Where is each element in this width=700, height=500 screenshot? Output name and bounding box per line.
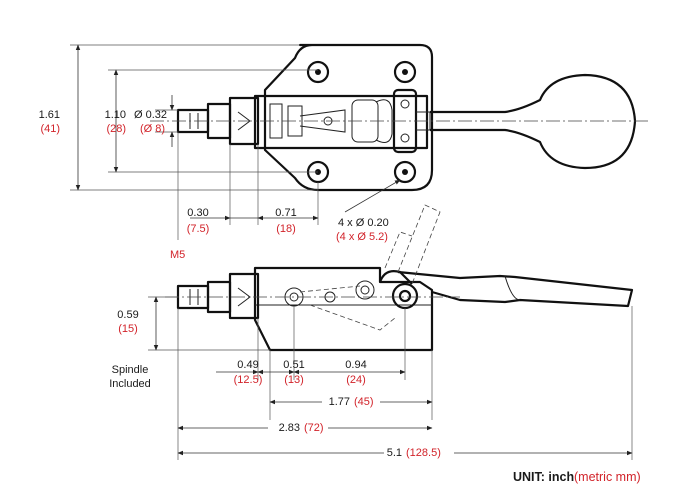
dim-0-59-mm: (15) — [118, 323, 138, 335]
spindle-note-line2: Included — [109, 378, 151, 390]
dim-5-1-mm: (128.5) — [406, 447, 441, 459]
dim-1-61-in: 1.61 — [39, 109, 60, 121]
dim-1-77-mm: (45) — [354, 396, 374, 408]
top-view — [70, 43, 650, 240]
side-spindle — [176, 272, 260, 320]
dim-0-71-mm: (18) — [276, 223, 296, 235]
dim-1-10-in: 1.10 — [105, 109, 126, 121]
dim-0-30-mm: (7.5) — [187, 223, 210, 235]
spindle-note-line1: Spindle — [112, 364, 149, 376]
dim-dia-0-32-mm: (Ø 8) — [140, 123, 165, 135]
side-linkage — [284, 270, 419, 331]
dim-0-71-in: 0.71 — [275, 207, 296, 219]
unit-note-label: UNIT: inch — [513, 470, 574, 484]
holes-callout-in: 4 x Ø 0.20 — [338, 217, 389, 229]
dim-1-61-mm: (41) — [40, 123, 60, 135]
dim-0-94-mm: (24) — [346, 374, 366, 386]
dim-1-77-in: 1.77 — [329, 396, 350, 408]
dim-5-1-in: 5.1 — [387, 447, 402, 459]
dim-0-49-mm: (12.5) — [234, 374, 263, 386]
dim-2-83-mm: (72) — [304, 422, 324, 434]
clamp-body — [253, 94, 429, 150]
handle-top — [430, 73, 637, 170]
side-handle — [397, 270, 634, 308]
side-base-frame — [253, 266, 434, 352]
unit-note-metric: (metric mm) — [574, 470, 641, 484]
dim-0-49-in: 0.49 — [237, 359, 258, 371]
dim-1-10-mm: (28) — [106, 123, 126, 135]
side-view — [148, 204, 634, 460]
side-handle-open-position — [384, 204, 441, 285]
dim-0-30-in: 0.30 — [187, 207, 208, 219]
dim-dia-0-32-in: Ø 0.32 — [134, 109, 167, 121]
base-plate-outline — [263, 43, 434, 192]
dim-0-51-in: 0.51 — [283, 359, 304, 371]
thread-m5-label: M5 — [170, 249, 185, 261]
dim-0-51-mm: (13) — [284, 374, 304, 386]
holes-callout-mm: (4 x Ø 5.2) — [336, 231, 388, 243]
dim-0-59-in: 0.59 — [117, 309, 138, 321]
dim-0-94-in: 0.94 — [345, 359, 366, 371]
dim-2-83-in: 2.83 — [279, 422, 300, 434]
